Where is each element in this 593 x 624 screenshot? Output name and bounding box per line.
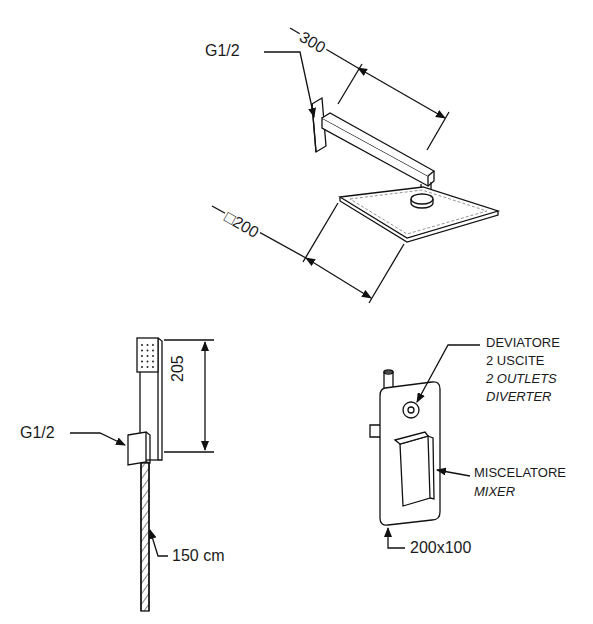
part-name: MISCELATORE [474,466,566,479]
part-name: DEVIATORE [486,336,560,349]
thread-size: G1/2 [205,43,240,59]
hose-length: 150 cm [172,548,224,564]
part-name: MIXER [474,485,515,498]
part-name: DIVERTER [486,390,552,403]
thread-size: G1/2 [20,425,55,441]
dimension: 200x100 [410,540,471,556]
part-name: 2 USCITE [486,354,545,367]
dimension: 205 [170,353,186,384]
part-name: 2 OUTLETS [486,372,557,385]
dimension: □200 [220,208,263,242]
